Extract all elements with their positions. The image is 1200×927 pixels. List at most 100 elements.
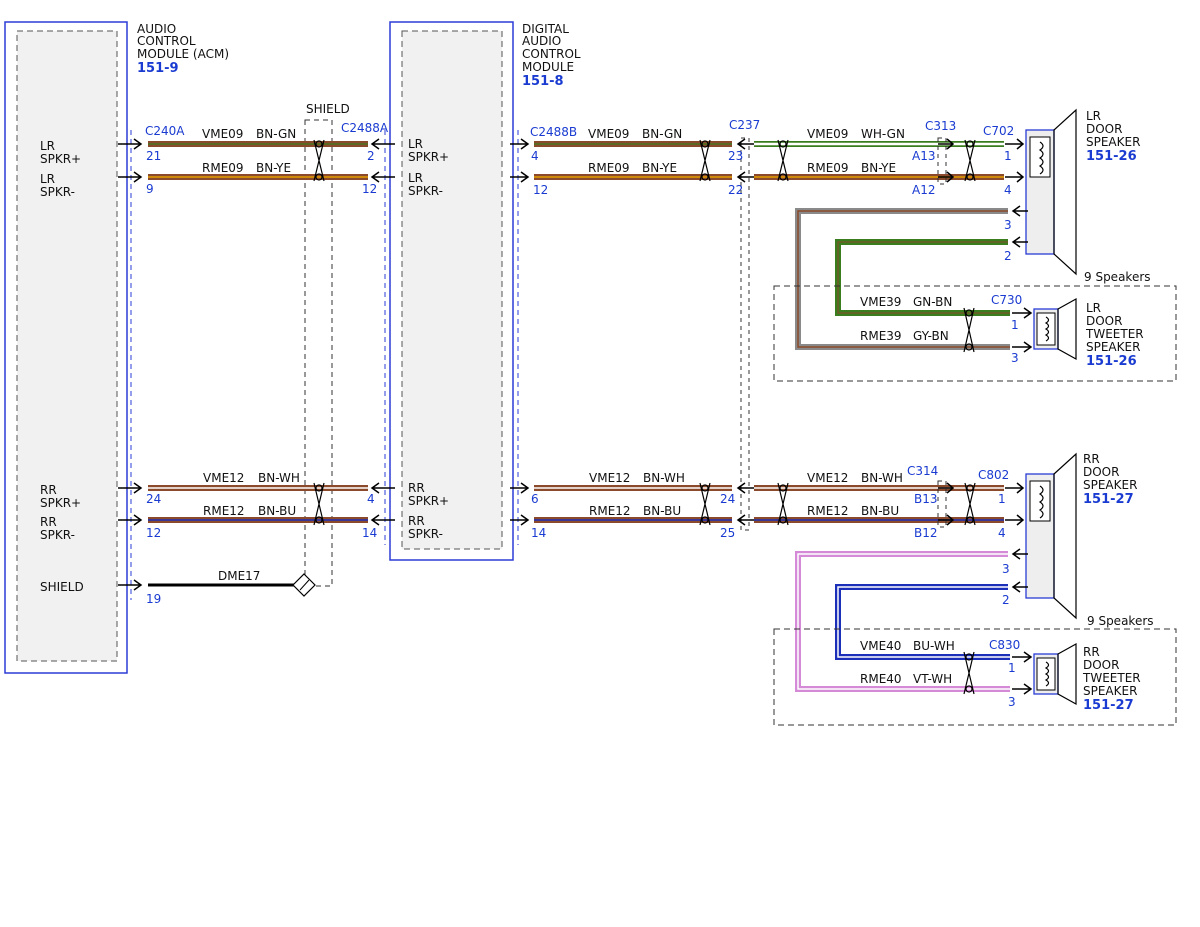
pin-c237-25: 25	[720, 526, 735, 540]
wire-color-rme12-3: BN-BU	[861, 504, 899, 518]
lr-door-speaker-label: LR DOOR SPEAKER 151-26	[1086, 109, 1140, 164]
rr-speaker-name-3: SPEAKER	[1083, 478, 1137, 492]
pin-c314-b12: B12	[914, 526, 938, 540]
acm-pin-rr-minus-1: RR	[40, 515, 57, 529]
rr-tweeter	[1033, 642, 1077, 706]
connector-c313: C313	[925, 119, 956, 133]
pin-c2488b-6: 6	[531, 492, 539, 506]
acm-pin-rr-minus-2: SPKR-	[40, 528, 75, 542]
dacm-pin-rr-plus-2: SPKR+	[408, 494, 449, 508]
pin-c2488b-12: 12	[533, 183, 548, 197]
lr-tweeter-label: LR DOOR TWEETER SPEAKER 151-26	[1085, 301, 1144, 369]
connector-c730: C730	[991, 293, 1022, 307]
c2488b-terminals	[510, 138, 530, 526]
c237-terminals	[736, 138, 754, 526]
wire-color-vme09: BN-GN	[256, 127, 296, 141]
dacm-name-4: MODULE	[522, 60, 574, 74]
pin-c830-1: 1	[1008, 661, 1016, 675]
c730-terminals	[1012, 307, 1033, 353]
pin-c2488b-14: 14	[531, 526, 546, 540]
acm-pin-rr-plus-1: RR	[40, 483, 57, 497]
wire-color-vme12: BN-WH	[258, 471, 300, 485]
pin-acm-21: 21	[146, 149, 161, 163]
rr-tweeter-name-2: DOOR	[1083, 658, 1119, 672]
lr-tweeter-ref: 151-26	[1086, 354, 1137, 369]
lr-door-speaker	[1025, 108, 1077, 276]
shield-label: SHIELD	[306, 102, 350, 116]
rr-tweeter-name-4: SPEAKER	[1083, 684, 1137, 698]
acm-pin-lr-minus-2: SPKR-	[40, 185, 75, 199]
wire-label-vme40: VME40	[860, 639, 901, 653]
rr-tweeter-ref: 151-27	[1083, 698, 1134, 713]
pin-acm-19: 19	[146, 592, 161, 606]
lr-tweeter-name-2: DOOR	[1086, 314, 1122, 328]
c702-terminals	[1005, 138, 1028, 248]
pin-c802-1: 1	[998, 492, 1006, 506]
pin-c802-3: 3	[1002, 562, 1010, 576]
acm-name-1: AUDIO	[137, 22, 176, 36]
lr-speaker-ref: 151-26	[1086, 149, 1137, 164]
c313-c314-terminals	[938, 138, 955, 526]
dacm-pin-labels: LR SPKR+ LR SPKR- RR SPKR+ RR SPKR-	[408, 137, 449, 541]
wire-vme40	[835, 584, 1010, 660]
pin-c702-4: 4	[1004, 183, 1012, 197]
acm-ref: 151-9	[137, 61, 179, 76]
shield-box	[304, 119, 333, 587]
pin-c237-24: 24	[720, 492, 735, 506]
wire-label-rme12-2: RME12	[589, 504, 631, 518]
wire-color-vme12-2: BN-WH	[643, 471, 685, 485]
wire-color-rme12: BN-BU	[258, 504, 296, 518]
shield-ground-symbol	[292, 573, 316, 597]
c802-terminals	[1005, 482, 1028, 593]
lr-tweeter-option-box	[773, 285, 1177, 382]
wire-label-dme17: DME17	[218, 569, 260, 583]
dacm-pin-rr-plus-1: RR	[408, 481, 425, 495]
pin-c702-3: 3	[1004, 218, 1012, 232]
connector-c2488b: C2488B	[530, 125, 577, 139]
acm-terminals	[118, 138, 143, 591]
lr-speaker-name-2: DOOR	[1086, 122, 1122, 136]
lr-tweeter	[1033, 297, 1077, 361]
rr-door-speaker	[1025, 452, 1077, 620]
pin-acm-12: 12	[146, 526, 161, 540]
rr-speaker-name-1: RR	[1083, 452, 1100, 466]
wire-label-rme39: RME39	[860, 329, 902, 343]
dacm-pin-lr-plus-1: LR	[408, 137, 423, 151]
wire-color-vme12-3: BN-WH	[861, 471, 903, 485]
dacm-pin-rr-minus-2: SPKR-	[408, 527, 443, 541]
pin-c2488b-4: 4	[531, 149, 539, 163]
dacm-pin-rr-minus-1: RR	[408, 514, 425, 528]
wire-color-rme09: BN-YE	[256, 161, 291, 175]
c237-box	[740, 137, 750, 531]
pin-c830-3: 3	[1008, 695, 1016, 709]
acm-name-2: CONTROL	[137, 34, 196, 48]
pin-c2488a-4: 4	[367, 492, 375, 506]
wire-color-vme09-3: WH-GN	[861, 127, 905, 141]
rr-tweeter-label: RR DOOR TWEETER SPEAKER 151-27	[1082, 645, 1141, 713]
connector-c2488a: C2488A	[341, 121, 389, 135]
acm-name-3: MODULE (ACM)	[137, 47, 229, 61]
pin-c802-2: 2	[1002, 593, 1010, 607]
wire-label-vme09-2: VME09	[588, 127, 629, 141]
wire-label-vme12-2: VME12	[589, 471, 630, 485]
pin-c314-b13: B13	[914, 492, 938, 506]
pin-acm-9: 9	[146, 182, 154, 196]
wire-color-vme40: BU-WH	[913, 639, 955, 653]
wire-color-vme39: GN-BN	[913, 295, 952, 309]
rr-option-label: 9 Speakers	[1087, 614, 1154, 628]
wire-rme39	[795, 208, 1010, 350]
pin-c237-22: 22	[728, 183, 743, 197]
pin-c2488a-14: 14	[362, 526, 377, 540]
pin-c802-4: 4	[998, 526, 1006, 540]
twist-symbols-rr-tweeter	[963, 651, 975, 695]
acm-module	[4, 21, 128, 674]
connector-c240a: C240A	[145, 124, 185, 138]
lr-tweeter-name-4: SPEAKER	[1086, 340, 1140, 354]
connector-c702: C702	[983, 124, 1014, 138]
wire-label-rme09: RME09	[202, 161, 244, 175]
wire-label-vme09: VME09	[202, 127, 243, 141]
dacm-name-3: CONTROL	[522, 47, 581, 61]
twist-symbols-lr-tweeter	[963, 307, 975, 353]
dacm-pin-lr-minus-1: LR	[408, 171, 423, 185]
pin-c2488a-2: 2	[367, 149, 375, 163]
